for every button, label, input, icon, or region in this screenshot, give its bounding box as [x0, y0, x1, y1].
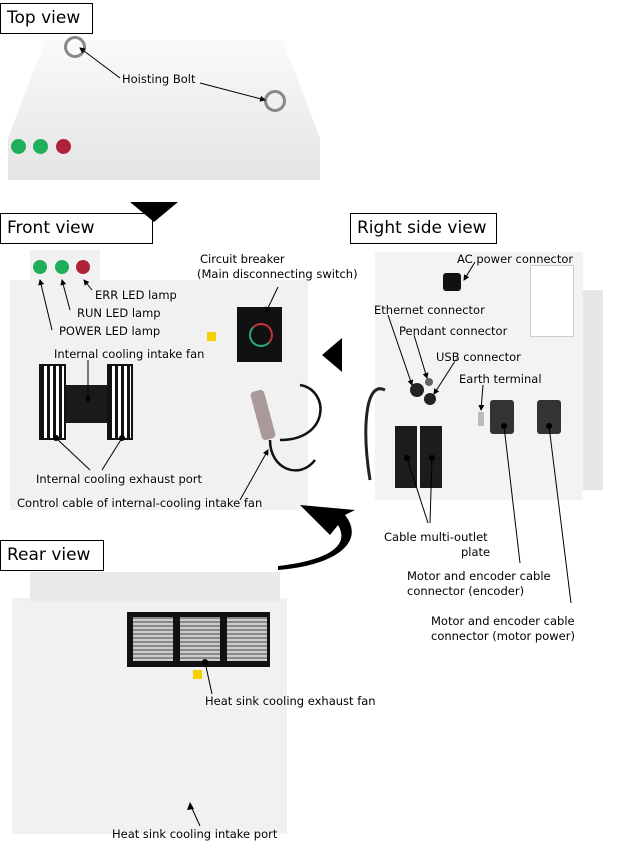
- label-power-led: POWER LED lamp: [59, 324, 161, 338]
- front-view-title: Front view: [0, 213, 153, 244]
- lamp-red: [56, 139, 71, 154]
- curved-arrow: [278, 505, 355, 570]
- usb-port: [424, 393, 436, 405]
- encoder-connector: [490, 400, 514, 434]
- heat-sink-fan-1: [133, 617, 173, 661]
- spec-label: [530, 265, 574, 337]
- label-motor-power-2: connector (motor power): [431, 629, 575, 643]
- label-exhaust-port: Internal cooling exhaust port: [36, 472, 203, 486]
- down-triangle: [130, 202, 178, 222]
- ethernet-port: [410, 383, 424, 397]
- label-hoisting-bolt: Hoisting Bolt: [122, 72, 196, 86]
- label-heat-sink-intake: Heat sink cooling intake port: [112, 827, 278, 841]
- breaker-knob: [249, 323, 273, 347]
- heat-sink-fan-2: [180, 617, 220, 661]
- intake-fan: [66, 385, 107, 423]
- err-lamp: [76, 260, 90, 274]
- label-circuit-breaker-1: Circuit breaker: [200, 252, 285, 266]
- label-circuit-breaker-2: (Main disconnecting switch): [197, 267, 358, 281]
- label-intake-fan: Internal cooling intake fan: [54, 347, 205, 361]
- label-multi-outlet-2: plate: [461, 545, 491, 559]
- earth-terminal: [478, 412, 484, 426]
- right-view-title: Right side view: [350, 213, 497, 244]
- exhaust-vent-right: [107, 364, 133, 440]
- rear-view-title: Rear view: [0, 540, 104, 571]
- label-motor-power-1: Motor and encoder cable: [431, 614, 575, 628]
- lamp-green-1: [11, 139, 26, 154]
- power-lamp: [33, 260, 47, 274]
- heat-sink-fan-3: [227, 617, 267, 661]
- rear-warning-sticker: [193, 670, 202, 679]
- lamp-green-2: [33, 139, 48, 154]
- exhaust-vent-left: [39, 364, 66, 440]
- label-ethernet: Ethernet connector: [374, 303, 485, 317]
- label-multi-outlet-1: Cable multi-outlet: [384, 530, 488, 544]
- right-side-back: [583, 290, 603, 490]
- label-pendant: Pendant connector: [399, 324, 508, 338]
- ac-power-socket: [443, 273, 461, 291]
- label-err-led: ERR LED lamp: [95, 288, 177, 302]
- label-run-led: RUN LED lamp: [77, 306, 161, 320]
- left-triangle: [322, 338, 342, 372]
- label-control-cable: Control cable of internal-cooling intake…: [17, 496, 263, 510]
- run-lamp: [55, 260, 69, 274]
- label-encoder-2: connector (encoder): [407, 584, 525, 598]
- top-view-title: Top view: [0, 3, 93, 34]
- warning-sticker: [207, 332, 216, 341]
- label-usb: USB connector: [436, 350, 521, 364]
- pendant-port: [425, 378, 433, 386]
- label-ac-power: AC power connector: [457, 252, 574, 266]
- label-heat-sink-fan: Heat sink cooling exhaust fan: [205, 694, 376, 708]
- rear-top: [30, 572, 280, 602]
- bolt-left: [64, 36, 86, 58]
- label-encoder-1: Motor and encoder cable: [407, 569, 551, 583]
- label-earth: Earth terminal: [459, 372, 542, 386]
